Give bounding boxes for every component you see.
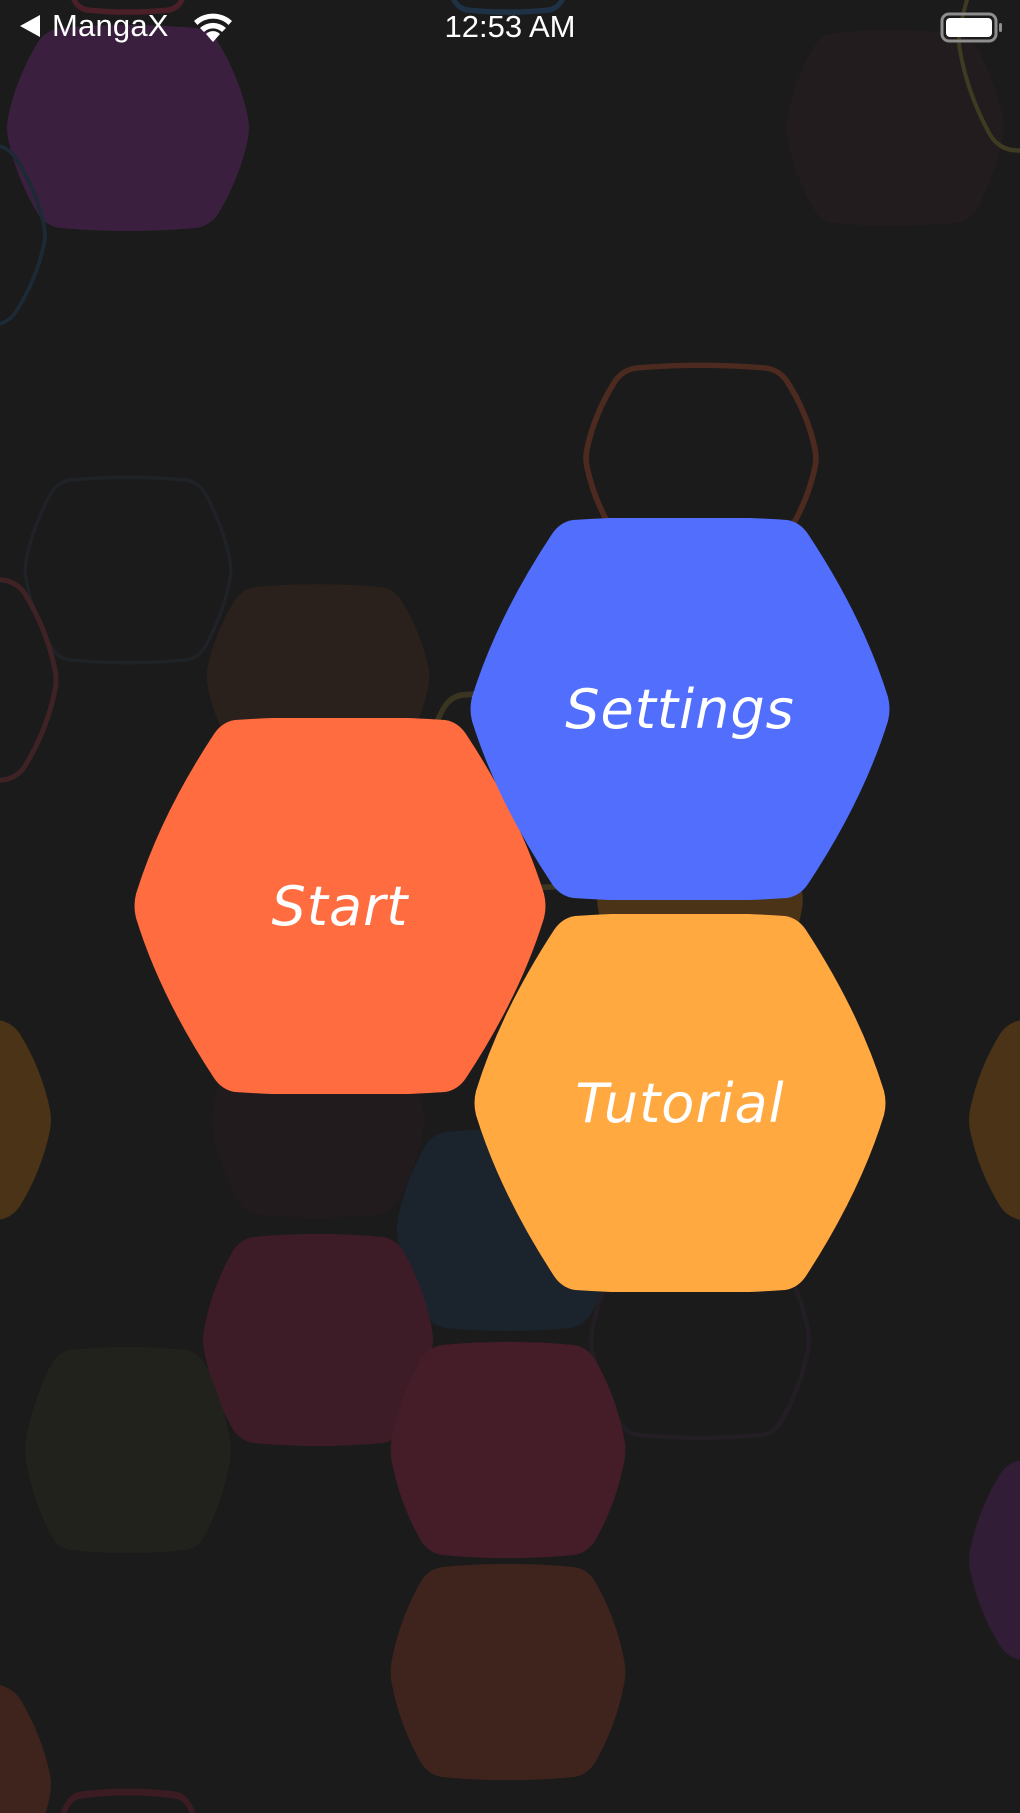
settings-button[interactable]: Settings bbox=[468, 518, 892, 900]
bg-hex bbox=[390, 1341, 626, 1559]
start-button[interactable]: Start bbox=[132, 718, 548, 1094]
bg-hex-outline bbox=[0, 577, 56, 783]
battery-icon bbox=[940, 12, 1002, 43]
status-time: 12:53 AM bbox=[444, 9, 576, 44]
back-to-app-button[interactable]: MangaX bbox=[20, 8, 169, 44]
start-hex-shape bbox=[134, 718, 546, 1094]
back-arrow-icon bbox=[20, 15, 40, 37]
start-label: Start bbox=[271, 874, 409, 938]
back-app-label: MangaX bbox=[52, 8, 169, 43]
bg-hex bbox=[390, 1563, 626, 1781]
status-bar: MangaX 12:53 AM bbox=[0, 0, 1020, 56]
bg-hex bbox=[25, 1347, 231, 1553]
tutorial-hex-shape bbox=[474, 914, 886, 1292]
settings-hex-shape bbox=[470, 518, 890, 900]
bg-hex bbox=[0, 1017, 51, 1223]
bg-hex bbox=[969, 1457, 1020, 1663]
wifi-icon bbox=[194, 13, 232, 42]
bg-hex bbox=[786, 30, 1004, 226]
bg-hex bbox=[969, 1017, 1020, 1223]
settings-label: Settings bbox=[565, 677, 795, 741]
bg-hex-outline bbox=[23, 475, 233, 665]
bg-hex-outline bbox=[43, 1792, 212, 1813]
bg-hex bbox=[0, 1682, 51, 1813]
tutorial-button[interactable]: Tutorial bbox=[472, 914, 888, 1292]
tutorial-label: Tutorial bbox=[575, 1071, 785, 1135]
